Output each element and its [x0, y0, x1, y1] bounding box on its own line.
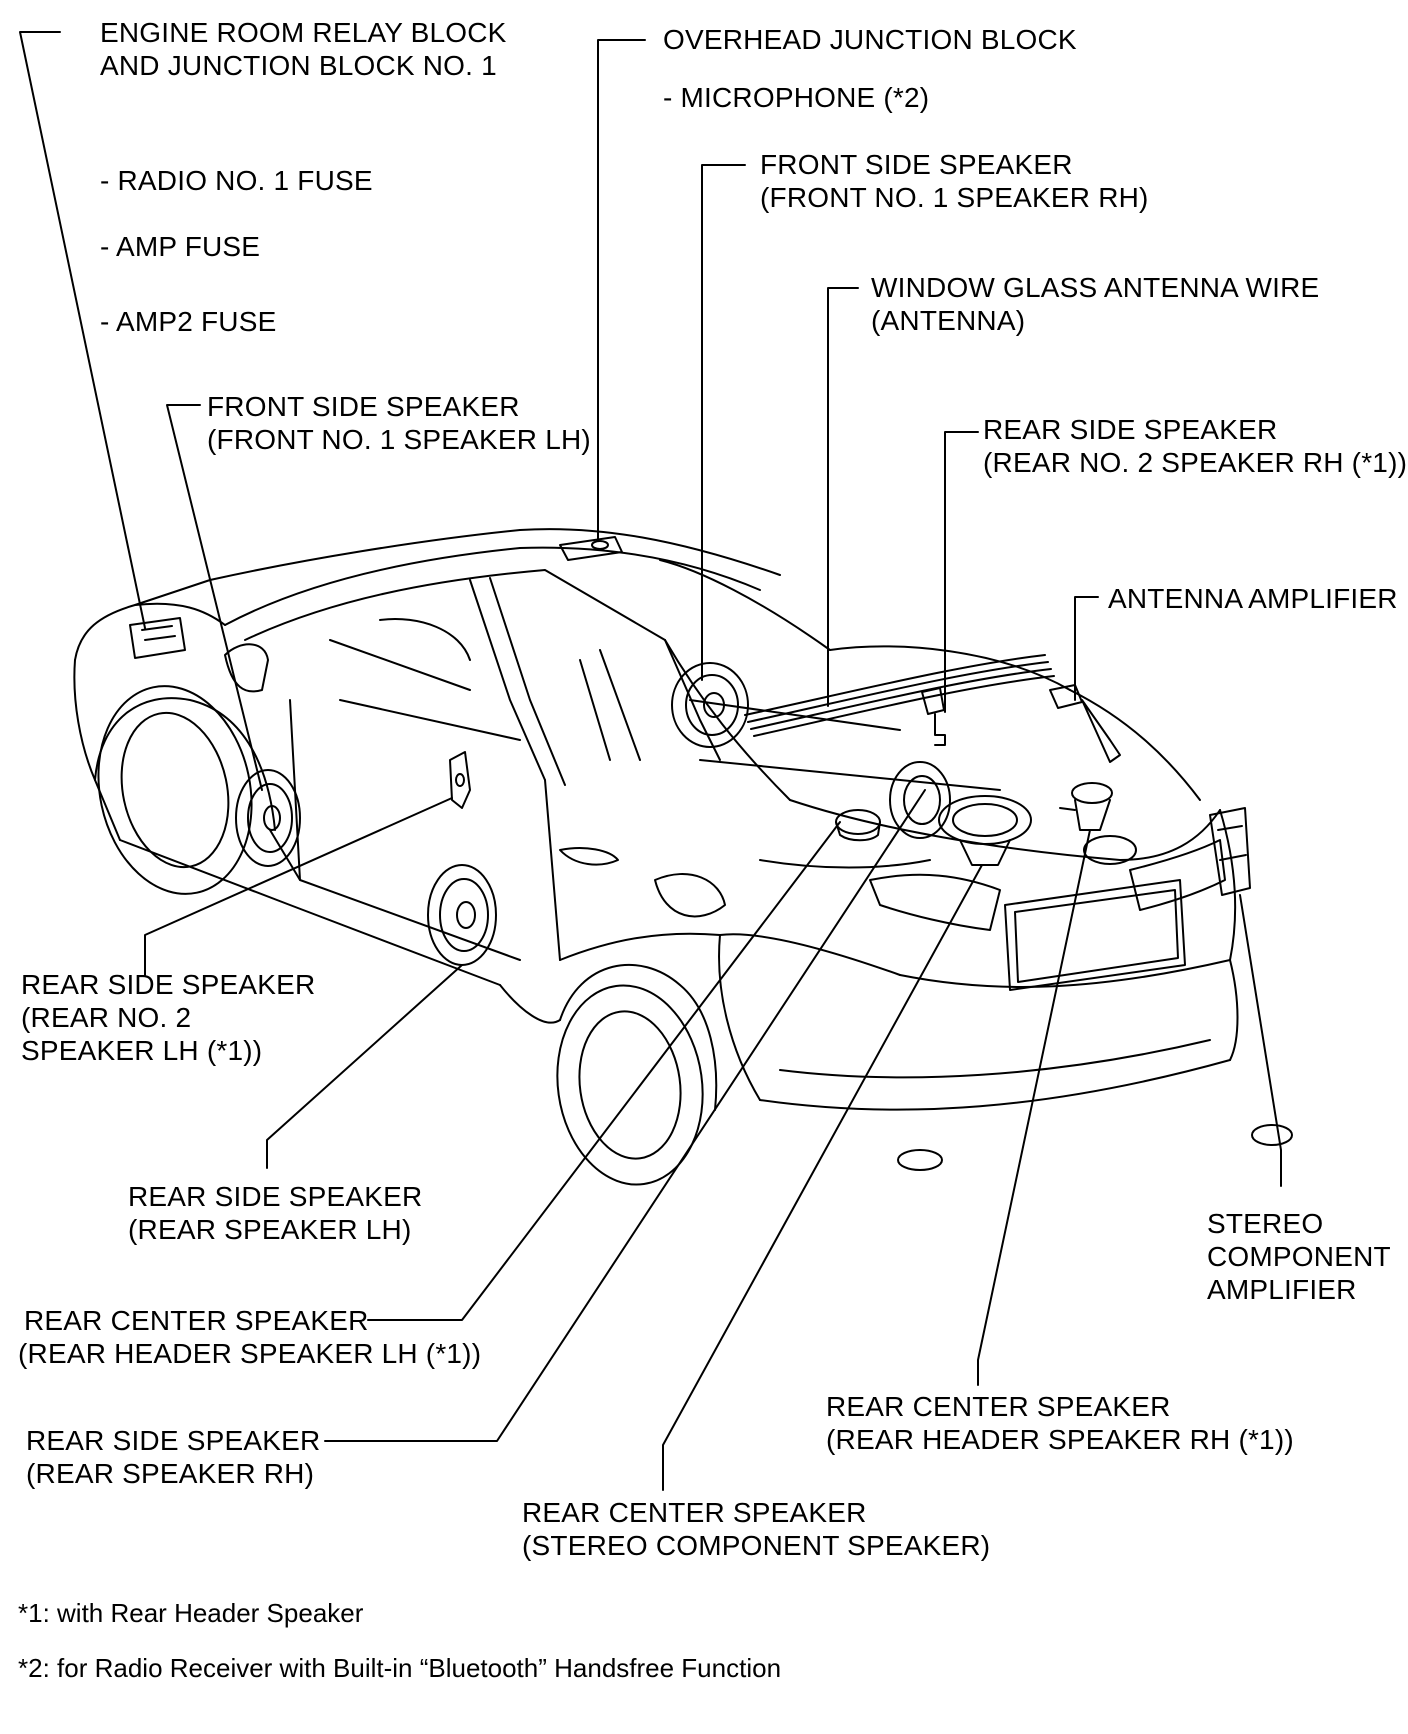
stereo-component-amplifier	[1209, 807, 1251, 896]
label-line: FRONT SIDE SPEAKER	[207, 391, 520, 422]
label-microphone: - MICROPHONE (*2)	[663, 82, 930, 113]
leader-stereo-speaker	[662, 864, 983, 1491]
label-amp-fuse: - AMP FUSE	[100, 231, 261, 262]
label-line: (FRONT NO. 1 SPEAKER LH)	[207, 424, 591, 455]
leader-header-rh	[977, 829, 1091, 1386]
label-antenna-amplifier: ANTENNA AMPLIFIER	[1108, 583, 1398, 614]
label-front-speaker-lh: FRONT SIDE SPEAKER (FRONT NO. 1 SPEAKER …	[207, 390, 591, 456]
label-stereo-component-speaker: REAR CENTER SPEAKER (STEREO COMPONENT SP…	[522, 1496, 990, 1562]
rear-header-speaker-lh	[835, 809, 881, 842]
label-line: REAR SIDE SPEAKER	[983, 414, 1278, 445]
front-speaker-rh	[671, 662, 749, 748]
leader-overhead	[597, 39, 646, 541]
label-line: STEREO	[1207, 1208, 1324, 1239]
leader-rear-lh	[266, 964, 463, 1169]
overhead-junction-block	[559, 536, 623, 561]
label-line: AMPLIFIER	[1207, 1274, 1357, 1305]
footnote-2: *2: for Radio Receiver with Built-in “Bl…	[18, 1653, 782, 1683]
label-line: AND JUNCTION BLOCK NO. 1	[100, 50, 497, 81]
label-rear-speaker-rh: REAR SIDE SPEAKER (REAR SPEAKER RH)	[26, 1424, 320, 1490]
leader-header-lh	[367, 821, 841, 1321]
label-line: REAR SIDE SPEAKER	[21, 969, 316, 1000]
rear-speaker-rh	[938, 795, 1032, 866]
label-rear-header-speaker-lh: REAR CENTER SPEAKER (REAR HEADER SPEAKER…	[18, 1304, 481, 1370]
label-line: (REAR NO. 2 SPEAKER RH (*1))	[983, 447, 1408, 478]
label-stereo-component-amplifier: STEREO COMPONENT AMPLIFIER	[1207, 1207, 1391, 1306]
label-line: FRONT SIDE SPEAKER	[760, 149, 1073, 180]
label-line: ENGINE ROOM RELAY BLOCK	[100, 17, 507, 48]
rear-speaker-lh	[427, 864, 497, 966]
label-line: REAR SIDE SPEAKER	[128, 1181, 423, 1212]
label-line: WINDOW GLASS ANTENNA WIRE	[871, 272, 1320, 303]
rear-stereo-component-speaker	[889, 761, 951, 839]
label-line: COMPONENT	[1207, 1241, 1391, 1272]
leader-engine-room	[19, 31, 146, 629]
antenna-amplifier	[1049, 684, 1121, 763]
rear-no2-speaker-lh	[449, 751, 471, 809]
label-rear-header-speaker-rh: REAR CENTER SPEAKER (REAR HEADER SPEAKER…	[826, 1390, 1294, 1456]
label-line: (STEREO COMPONENT SPEAKER)	[522, 1530, 991, 1561]
rear-header-speaker-rh	[1059, 782, 1113, 831]
label-line: (REAR SPEAKER RH)	[26, 1458, 315, 1489]
label-amp2-fuse: - AMP2 FUSE	[100, 306, 277, 337]
leader-antenna-amp	[1074, 596, 1099, 701]
car-body-outline	[73, 528, 1293, 1186]
label-rear-speaker-lh: REAR SIDE SPEAKER (REAR SPEAKER LH)	[128, 1180, 422, 1246]
leader-stereo-amp	[1239, 894, 1282, 1187]
label-rear-no2-speaker-lh: REAR SIDE SPEAKER (REAR NO. 2 SPEAKER LH…	[21, 968, 315, 1067]
leader-antenna-wire	[827, 287, 859, 707]
label-antenna-wire: WINDOW GLASS ANTENNA WIRE (ANTENNA)	[871, 271, 1319, 337]
label-line: (REAR SPEAKER LH)	[128, 1214, 412, 1245]
leader-lines	[19, 31, 1282, 1491]
leader-front-rh	[701, 164, 746, 681]
leader-rear-no2-rh	[944, 431, 979, 713]
engine-room-relay-block	[129, 617, 186, 659]
leader-front-lh	[166, 404, 263, 791]
front-speaker-lh	[235, 769, 301, 867]
label-line: (REAR HEADER SPEAKER RH (*1))	[826, 1424, 1294, 1455]
label-front-speaker-rh: FRONT SIDE SPEAKER (FRONT NO. 1 SPEAKER …	[760, 148, 1149, 214]
label-overhead-junction-block: OVERHEAD JUNCTION BLOCK	[663, 24, 1077, 55]
label-line: (REAR NO. 2	[21, 1002, 192, 1033]
label-radio-fuse: - RADIO NO. 1 FUSE	[100, 165, 373, 196]
window-glass-antenna-wire	[744, 654, 1055, 737]
footnote-1: *1: with Rear Header Speaker	[18, 1598, 364, 1628]
label-engine-room-relay-block: ENGINE ROOM RELAY BLOCK AND JUNCTION BLO…	[100, 16, 507, 82]
label-line: (REAR HEADER SPEAKER LH (*1))	[18, 1338, 482, 1369]
label-line: REAR CENTER SPEAKER	[826, 1391, 1171, 1422]
label-line: (FRONT NO. 1 SPEAKER RH)	[760, 182, 1149, 213]
label-line: REAR CENTER SPEAKER	[522, 1497, 867, 1528]
leader-rear-no2-lh	[144, 797, 453, 976]
leader-rear-rh	[324, 789, 926, 1442]
label-rear-no2-speaker-rh: REAR SIDE SPEAKER (REAR NO. 2 SPEAKER RH…	[983, 413, 1407, 479]
label-line: REAR SIDE SPEAKER	[26, 1425, 321, 1456]
label-line: SPEAKER LH (*1))	[21, 1035, 263, 1066]
label-line: REAR CENTER SPEAKER	[24, 1305, 369, 1336]
label-line: (ANTENNA)	[871, 305, 1026, 336]
